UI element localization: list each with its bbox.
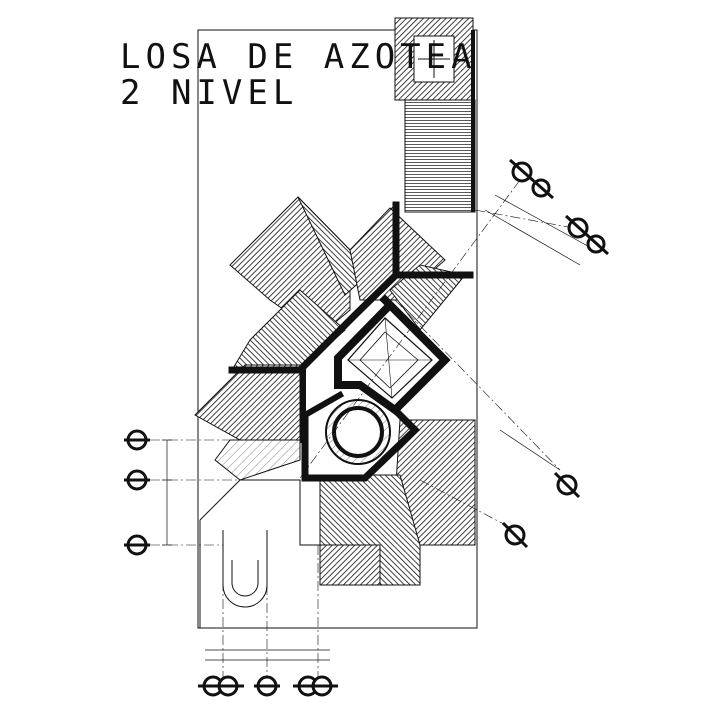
axis-marker-left-3 <box>124 534 150 556</box>
axis-markers <box>124 158 610 697</box>
drawing-title-line-1: LOSA DE AZOTEA <box>120 37 477 77</box>
drawing-title-line-2: 2 NIVEL <box>120 73 299 113</box>
top-right-roof-block <box>394 17 476 213</box>
roof-planes <box>194 196 476 586</box>
axis-marker-right-4 <box>501 521 529 549</box>
grid-lines <box>150 179 586 685</box>
axis-marker-right-3 <box>553 471 581 499</box>
heavy-walls <box>228 201 474 482</box>
axis-marker-bottom-1 <box>198 675 244 697</box>
axis-marker-bottom-2 <box>254 675 280 697</box>
axis-marker-left-2 <box>124 469 150 491</box>
axis-marker-right-1 <box>509 158 554 200</box>
axis-marker-bottom-3 <box>293 675 338 697</box>
axis-marker-left-1 <box>124 429 150 451</box>
circular-tank <box>325 399 391 465</box>
stair-ramp <box>199 479 325 628</box>
dimension-lines <box>162 194 596 661</box>
axis-marker-right-2 <box>564 214 610 256</box>
lot-boundary <box>197 29 478 629</box>
